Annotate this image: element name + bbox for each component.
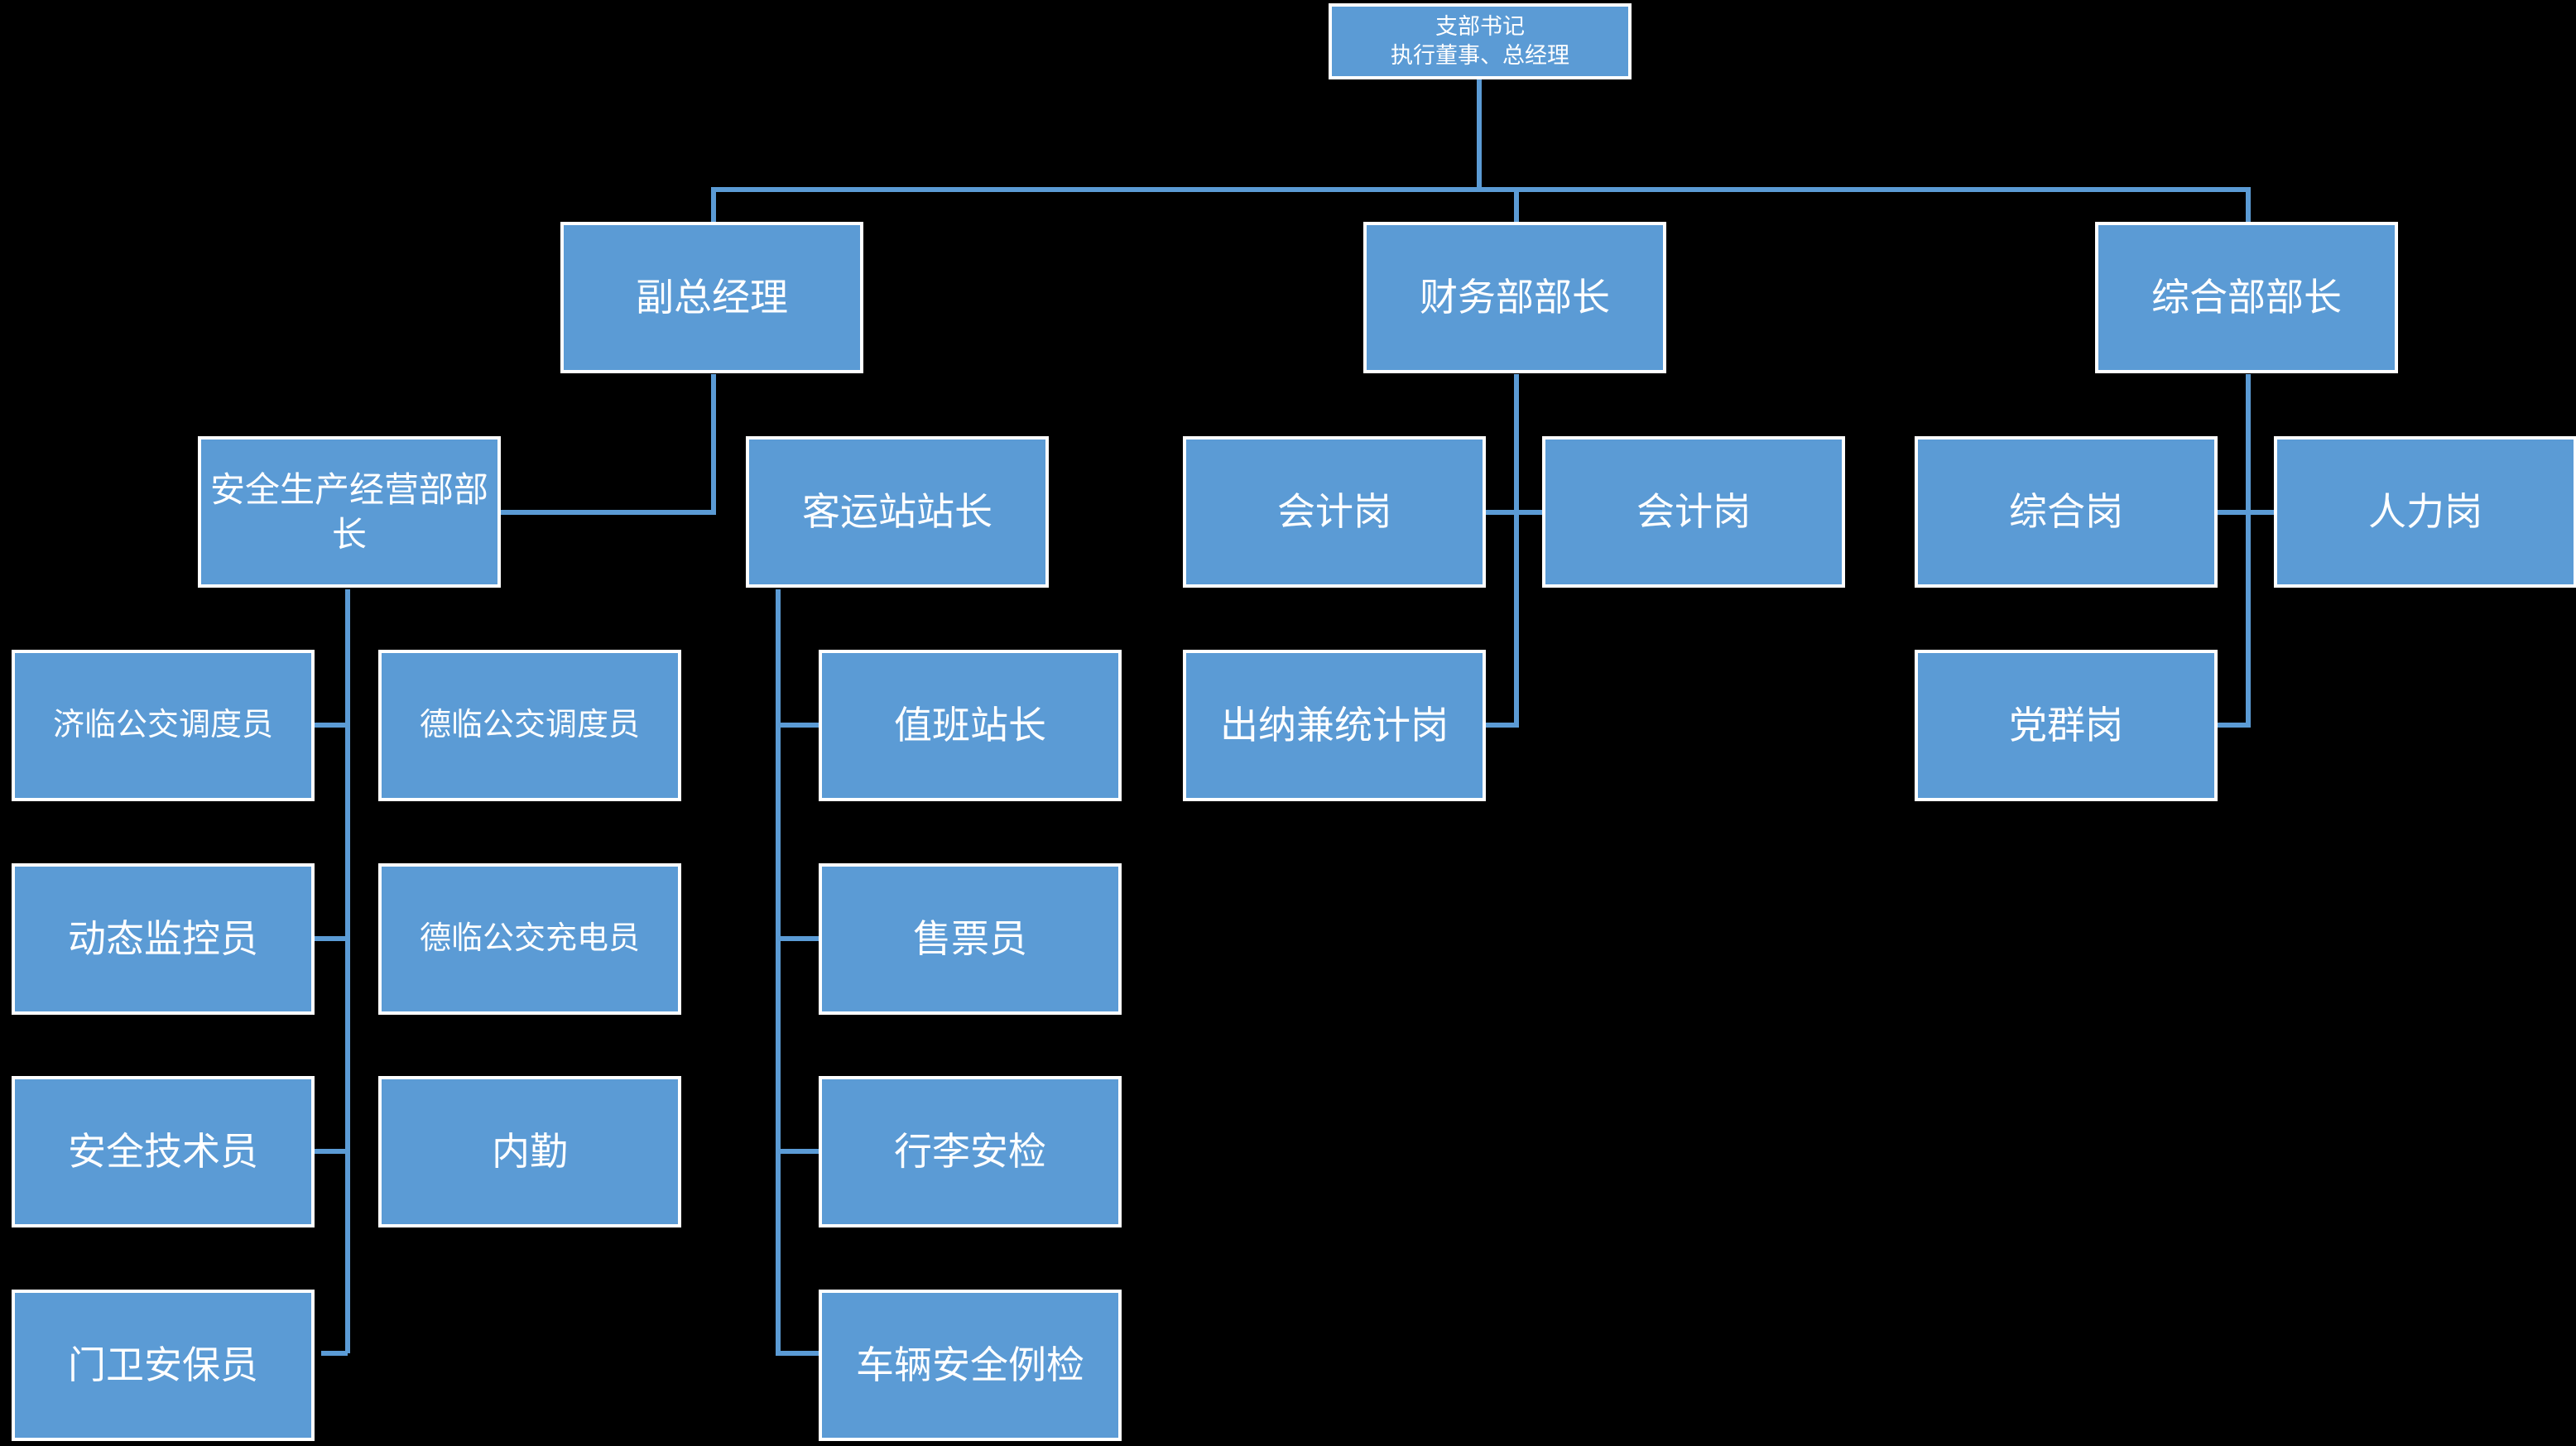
node-delin-dispatcher-label: 德临公交调度员 bbox=[419, 708, 640, 743]
node-safety-technician-label: 安全技术员 bbox=[68, 1130, 258, 1174]
node-vehicle-inspection-label: 车辆安全例检 bbox=[856, 1343, 1084, 1387]
node-finance-head[interactable]: 财务部部长 bbox=[1363, 222, 1666, 373]
node-delin-dispatcher[interactable]: 德临公交调度员 bbox=[378, 650, 681, 801]
connector-station-spine bbox=[776, 589, 781, 1353]
node-dynamic-monitor[interactable]: 动态监控员 bbox=[12, 863, 315, 1015]
connector-finance-to-cashier bbox=[1486, 723, 1519, 728]
connector-station-row1 bbox=[776, 723, 822, 728]
node-delin-charger[interactable]: 德临公交充电员 bbox=[378, 863, 681, 1015]
node-accountant-2[interactable]: 会计岗 bbox=[1542, 436, 1845, 588]
node-safety-technician[interactable]: 安全技术员 bbox=[12, 1076, 315, 1227]
node-finance-head-label: 财务部部长 bbox=[1420, 276, 1610, 319]
node-party-post[interactable]: 党群岗 bbox=[1915, 650, 2218, 801]
node-duty-master[interactable]: 值班站长 bbox=[819, 650, 1122, 801]
node-general-post-label: 综合岗 bbox=[2009, 490, 2123, 534]
node-hr-post[interactable]: 人力岗 bbox=[2274, 436, 2576, 588]
connector-level2-bus bbox=[714, 187, 2248, 192]
node-jilin-dispatcher[interactable]: 济临公交调度员 bbox=[12, 650, 315, 801]
node-root-line2: 执行董事、总经理 bbox=[1391, 43, 1569, 68]
node-ticket-seller-label: 售票员 bbox=[913, 917, 1027, 961]
node-root-line1: 支部书记 bbox=[1435, 14, 1525, 40]
node-safety-head[interactable]: 安全生产经营部部长 bbox=[198, 436, 501, 588]
node-jilin-dispatcher-label: 济临公交调度员 bbox=[52, 708, 273, 743]
node-gate-guard-label: 门卫安保员 bbox=[68, 1343, 258, 1387]
node-baggage-security[interactable]: 行李安检 bbox=[819, 1076, 1122, 1227]
node-cashier[interactable]: 出纳兼统计岗 bbox=[1183, 650, 1486, 801]
connector-station-row4 bbox=[776, 1351, 822, 1356]
connector-station-row3 bbox=[776, 1149, 822, 1154]
node-baggage-security-label: 行李安检 bbox=[894, 1130, 1046, 1174]
node-ticket-seller[interactable]: 售票员 bbox=[819, 863, 1122, 1015]
node-delin-charger-label: 德临公交充电员 bbox=[419, 921, 640, 957]
node-accountant-1-label: 会计岗 bbox=[1277, 490, 1391, 534]
node-admin-head-label: 综合部部长 bbox=[2151, 276, 2342, 319]
node-admin-head[interactable]: 综合部部长 bbox=[2095, 222, 2398, 373]
node-party-post-label: 党群岗 bbox=[2009, 704, 2123, 747]
node-station-head[interactable]: 客运站站长 bbox=[746, 436, 1049, 588]
connector-safety-spine bbox=[345, 589, 350, 1353]
connector-safety-row4-left bbox=[321, 1351, 348, 1356]
connector-station-row2 bbox=[776, 936, 822, 941]
connector-admin-to-party bbox=[2218, 723, 2251, 728]
connector-admin-spine bbox=[2246, 374, 2251, 724]
node-cashier-label: 出纳兼统计岗 bbox=[1220, 704, 1449, 747]
node-vice-gm-label: 副总经理 bbox=[636, 276, 788, 319]
connector-vice-gm-to-safety-head bbox=[501, 510, 714, 515]
node-gate-guard[interactable]: 门卫安保员 bbox=[12, 1290, 315, 1441]
connector-vice-gm-spine bbox=[711, 374, 716, 515]
node-station-head-label: 客运站站长 bbox=[802, 490, 992, 534]
connector-root-down bbox=[1477, 79, 1482, 189]
node-duty-master-label: 值班站长 bbox=[894, 704, 1046, 747]
node-office-clerk-label: 内勤 bbox=[492, 1130, 568, 1174]
node-vehicle-inspection[interactable]: 车辆安全例检 bbox=[819, 1290, 1122, 1441]
node-dynamic-monitor-label: 动态监控员 bbox=[68, 917, 258, 961]
node-root[interactable]: 支部书记 执行董事、总经理 bbox=[1329, 3, 1632, 79]
connector-admin-posts bbox=[2218, 510, 2274, 515]
node-general-post[interactable]: 综合岗 bbox=[1915, 436, 2218, 588]
node-office-clerk[interactable]: 内勤 bbox=[378, 1076, 681, 1227]
node-vice-gm[interactable]: 副总经理 bbox=[560, 222, 863, 373]
connector-finance-accountants bbox=[1486, 510, 1542, 515]
node-accountant-1[interactable]: 会计岗 bbox=[1183, 436, 1486, 588]
node-hr-post-label: 人力岗 bbox=[2368, 490, 2482, 534]
connector-finance-spine bbox=[1514, 374, 1519, 724]
node-safety-head-label: 安全生产经营部部长 bbox=[209, 469, 488, 554]
node-accountant-2-label: 会计岗 bbox=[1636, 490, 1751, 534]
